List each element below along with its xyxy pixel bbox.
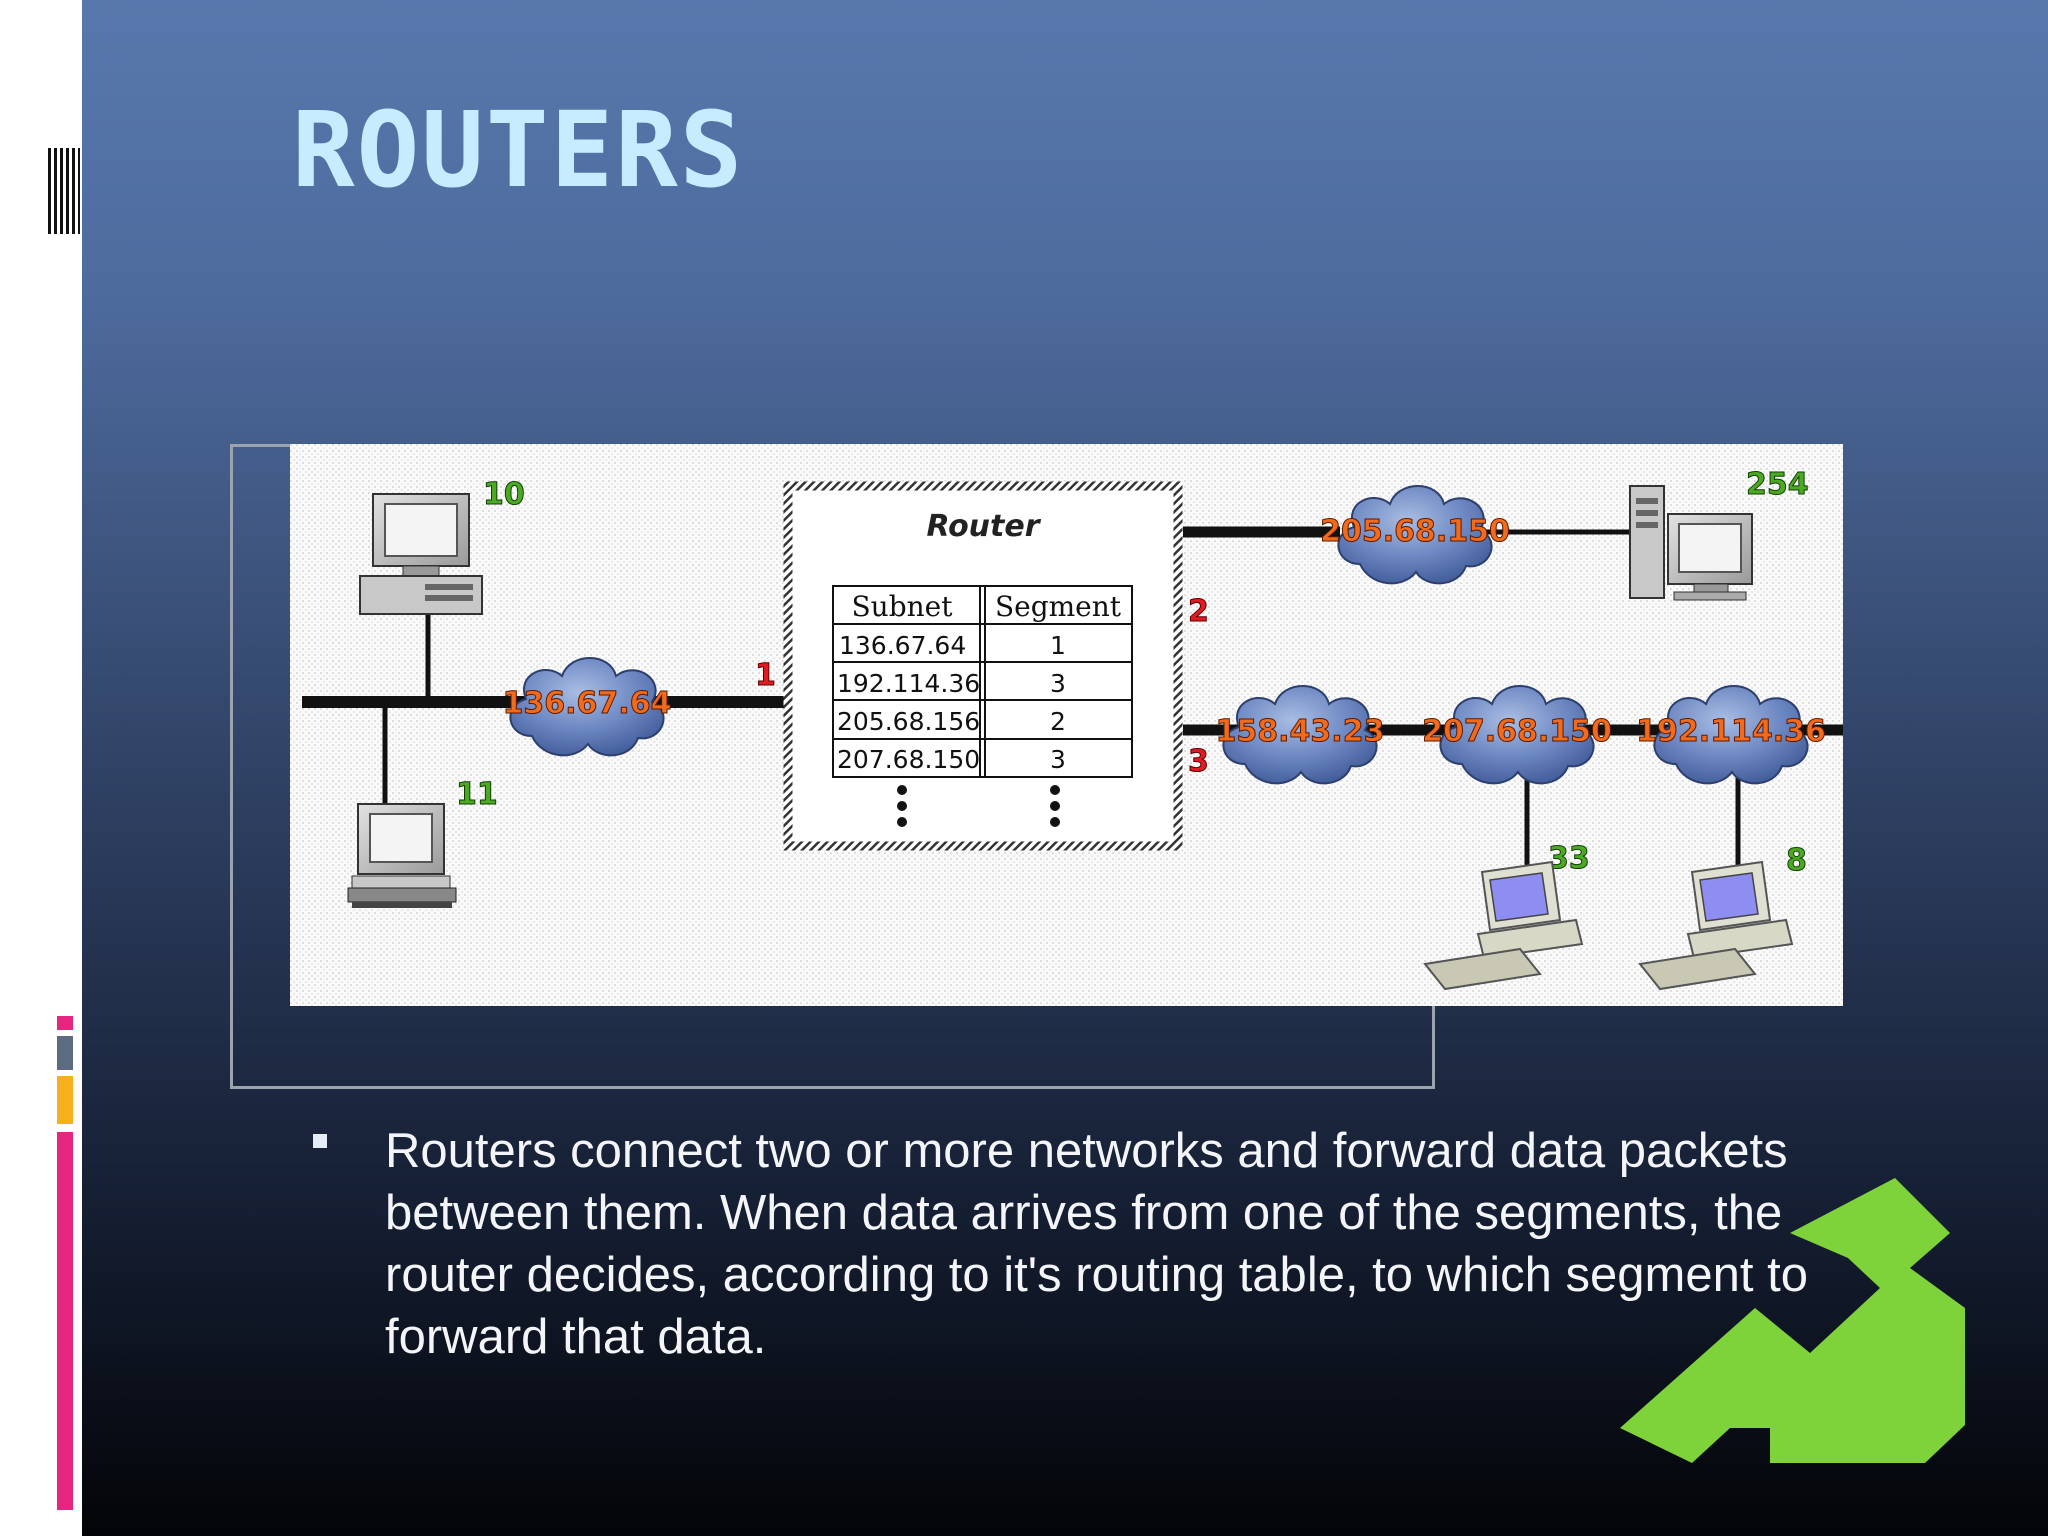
workstation-computer-icon — [1423, 860, 1584, 991]
cloud-icon: 205.68.150 — [1320, 485, 1510, 585]
workstation-computer-icon — [1638, 860, 1794, 991]
cloud-icon: 192.114.36 — [1636, 685, 1826, 785]
table-header-segment: Segment — [995, 590, 1122, 623]
accent-bar-gray — [57, 1036, 73, 1070]
cloud-icon: 136.67.64 — [502, 657, 672, 757]
table-cell-subnet: 136.67.64 — [839, 631, 966, 660]
body-text: Routers connect two or more networks and… — [385, 1124, 1808, 1364]
cloud-label: 158.43.23 — [1216, 714, 1385, 749]
port-label: 2 — [1188, 594, 1209, 629]
cloud-label: 207.68.150 — [1422, 714, 1612, 749]
cloud-label: 205.68.150 — [1320, 514, 1510, 549]
desktop-computer-icon — [359, 493, 483, 615]
table-cell-subnet: 207.68.150 — [837, 745, 980, 774]
decorative-green-shape — [1620, 1178, 1965, 1463]
cloud-label: 192.114.36 — [1636, 714, 1826, 749]
cloud-icon: 207.68.150 — [1422, 685, 1612, 785]
table-cell-segment: 3 — [1050, 745, 1066, 774]
table-cell-segment: 2 — [1050, 707, 1066, 736]
host-label: 33 — [1548, 841, 1590, 876]
router-diagram: Router Subnet Segment 136.67.64 1 192.11… — [290, 444, 1843, 1006]
port-label: 3 — [1188, 744, 1209, 779]
cloud-icon: 158.43.23 — [1215, 685, 1385, 785]
slide-title: ROUTERS — [292, 89, 745, 211]
table-header-subnet: Subnet — [852, 590, 954, 623]
table-cell-segment: 3 — [1050, 669, 1066, 698]
table-continuation-dots — [897, 785, 1060, 827]
decor-bar-top — [48, 148, 80, 234]
accent-bar-pink-small — [57, 1016, 73, 1030]
routing-table: Subnet Segment 136.67.64 1 192.114.36 3 … — [832, 585, 1133, 827]
host-label: 10 — [483, 477, 525, 512]
host-label: 254 — [1746, 467, 1809, 502]
laptop-computer-icon — [347, 803, 457, 908]
table-cell-segment: 1 — [1050, 631, 1066, 660]
router-label: Router — [926, 509, 1041, 544]
bullet-marker — [313, 1134, 327, 1148]
host-label: 11 — [456, 777, 498, 812]
host-label: 8 — [1786, 843, 1807, 878]
table-cell-subnet: 192.114.36 — [837, 669, 980, 698]
tower-computer-icon — [1629, 485, 1753, 601]
cloud-label: 136.67.64 — [503, 686, 672, 721]
table-cell-subnet: 205.68.156 — [837, 707, 980, 736]
accent-bar-pink — [57, 1132, 73, 1510]
port-label: 1 — [755, 658, 776, 693]
accent-bar-yellow — [57, 1076, 73, 1124]
